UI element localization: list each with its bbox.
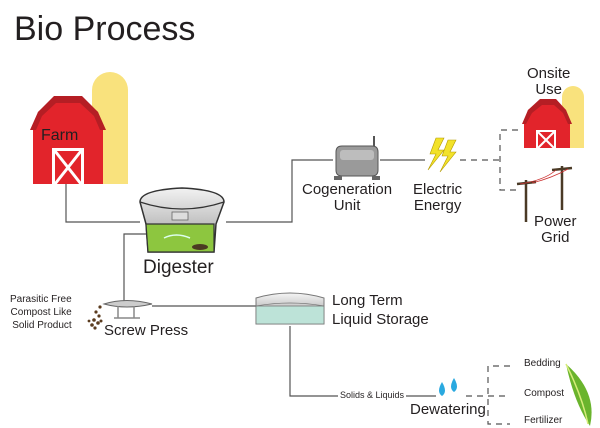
digester-tank-icon	[139, 187, 225, 253]
electric-energy-label: Electric Energy	[413, 181, 463, 214]
digester-to-cogen-line	[226, 159, 333, 223]
dewatering-label: Dewatering	[410, 401, 486, 418]
output-compost-label: Compost	[524, 388, 565, 399]
farm-barn-icon	[30, 72, 128, 185]
compost-pile-icon	[87, 305, 103, 330]
compost-product-label: Parasitic Free Compost Like Solid Produc…	[10, 294, 72, 331]
farm-label: Farm	[41, 127, 79, 144]
output-bedding-label: Bedding	[524, 358, 561, 369]
liquid-storage-tank-icon	[255, 292, 325, 325]
electric-bolt-icon	[427, 137, 457, 173]
onsite-barn-icon	[522, 86, 584, 149]
solids-liquids-label: Solids & Liquids	[340, 390, 405, 400]
dashed-lines	[460, 129, 518, 425]
storage-to-dewater-line	[289, 326, 338, 397]
cogeneration-label: Cogeneration Unit	[302, 181, 393, 214]
power-pole-icon	[516, 166, 573, 222]
power-grid-label: Power Grid	[534, 213, 577, 246]
screw-press-label: Screw Press	[104, 322, 189, 339]
onsite-use-label: Onsite Use	[527, 65, 571, 98]
farm-to-digester-line	[65, 178, 140, 223]
cogeneration-unit-icon	[334, 136, 380, 180]
digester-label: Digester	[143, 257, 214, 278]
water-drop-icon	[439, 378, 457, 396]
screw-press-icon	[102, 300, 153, 319]
page-title: Bio Process	[14, 10, 196, 48]
liquid-storage-label: Long Term Liquid Storage	[332, 292, 429, 328]
leaf-icon	[565, 363, 592, 426]
output-fertilizer-label: Fertilizer	[524, 415, 563, 426]
